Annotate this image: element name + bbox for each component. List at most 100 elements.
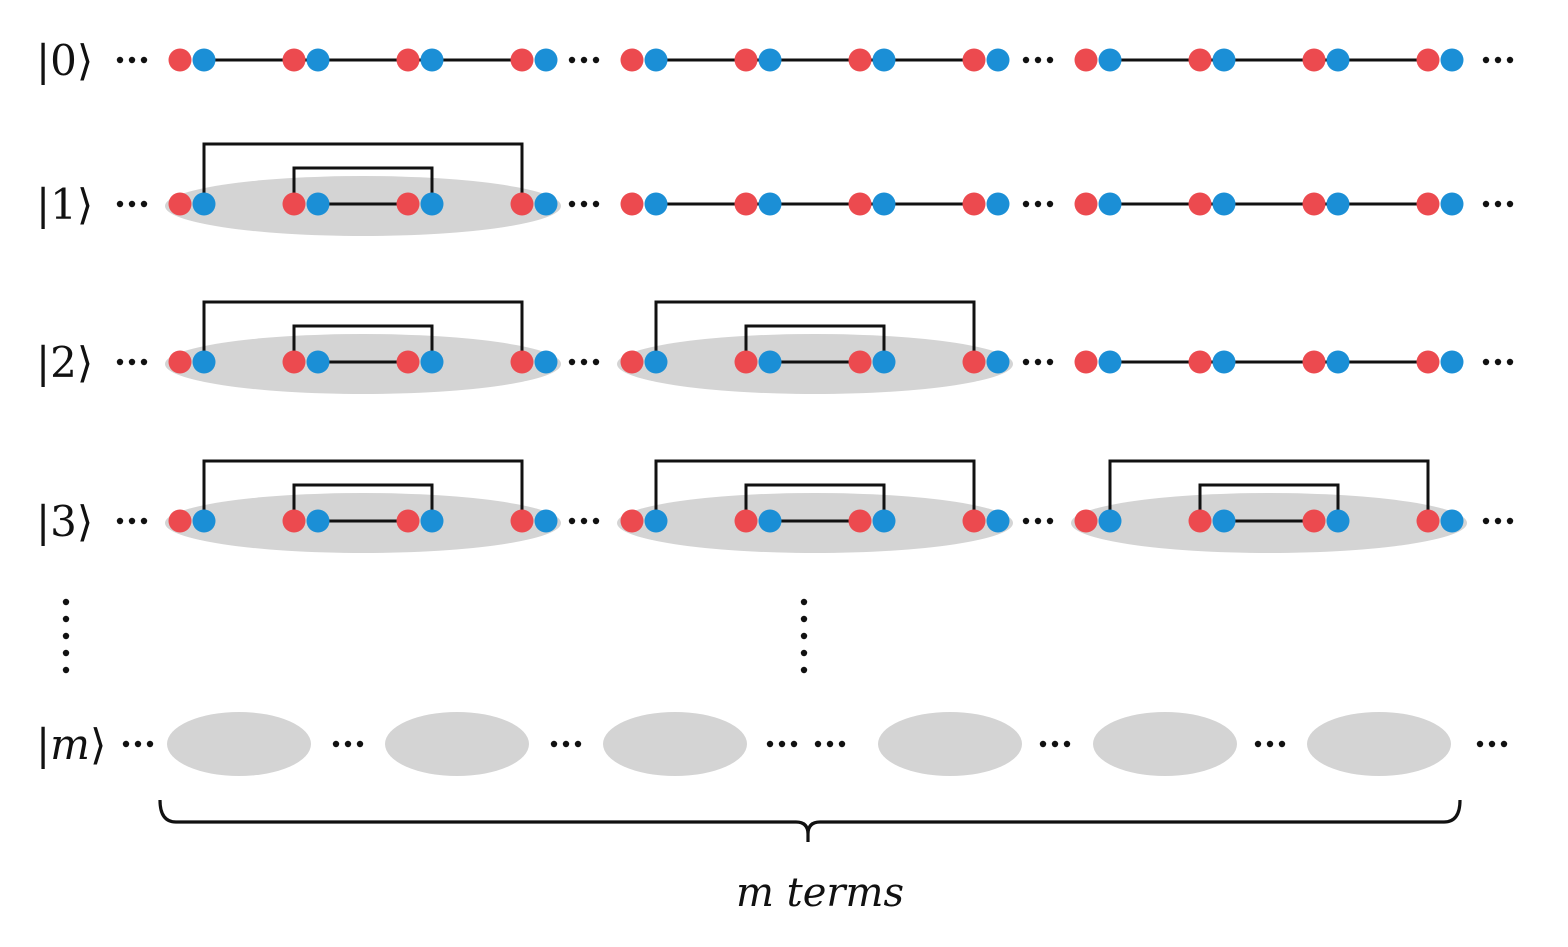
red-atom xyxy=(620,509,644,533)
ellipsis-dot xyxy=(568,358,576,366)
outer-bracket xyxy=(654,459,976,521)
blue-atom xyxy=(1440,192,1464,216)
ellipsis-dot xyxy=(1046,56,1054,64)
blue-atom xyxy=(758,350,782,374)
ellipsis-dot xyxy=(1022,517,1030,525)
red-atom xyxy=(1302,350,1326,374)
red-atom xyxy=(1302,48,1326,72)
blue-atom xyxy=(872,192,896,216)
ket-label-m: |m⟩ xyxy=(36,720,106,769)
blue-atom xyxy=(306,192,330,216)
ellipsis-dot xyxy=(592,517,600,525)
ellipsis-dot xyxy=(766,740,774,748)
vertical-ellipsis-dot xyxy=(62,615,70,623)
red-atom xyxy=(396,350,420,374)
ellipsis-dot xyxy=(1266,740,1274,748)
blue-atom xyxy=(1326,509,1350,533)
ellipsis-dot xyxy=(1506,517,1514,525)
blue-atom xyxy=(644,48,668,72)
red-atom xyxy=(1302,192,1326,216)
term-ellipse xyxy=(167,712,311,776)
red-atom xyxy=(1074,192,1098,216)
ellipsis-dot xyxy=(140,56,148,64)
ellipsis-dot xyxy=(1046,517,1054,525)
red-atom xyxy=(848,509,872,533)
ellipsis-dot xyxy=(344,740,352,748)
red-atom xyxy=(168,350,192,374)
inner-bracket xyxy=(292,324,434,362)
red-atom xyxy=(1302,509,1326,533)
ellipsis-dot xyxy=(1034,200,1042,208)
blue-atom xyxy=(758,509,782,533)
red-atom xyxy=(510,192,534,216)
ellipsis-dot xyxy=(580,517,588,525)
blue-atom xyxy=(986,48,1010,72)
vertical-ellipsis-dot xyxy=(62,632,70,640)
ellipsis-dot xyxy=(826,740,834,748)
red-atom xyxy=(510,350,534,374)
blue-atom xyxy=(644,350,668,374)
ellipsis-dot xyxy=(146,740,154,748)
ellipsis-dot xyxy=(1482,517,1490,525)
ellipsis-dot xyxy=(1034,56,1042,64)
inner-bracket xyxy=(292,483,434,521)
ellipsis-dot xyxy=(574,740,582,748)
m-terms-brace xyxy=(158,799,1462,842)
outer-bracket xyxy=(202,300,524,362)
blue-atom xyxy=(192,350,216,374)
ellipsis-dot xyxy=(1051,740,1059,748)
m-terms-caption: m terms xyxy=(736,870,904,916)
ellipsis-dot xyxy=(140,200,148,208)
ellipsis-dot xyxy=(1500,740,1508,748)
blue-atom xyxy=(192,48,216,72)
ellipsis-dot xyxy=(116,56,124,64)
paired-ellipse xyxy=(1071,493,1467,553)
red-atom xyxy=(282,48,306,72)
vertical-ellipsis-dot xyxy=(800,615,808,623)
ket-label-row-2: |2⟩ xyxy=(36,338,93,387)
red-atom xyxy=(168,509,192,533)
inner-bracket xyxy=(1198,483,1340,521)
blue-atom xyxy=(306,48,330,72)
red-atom xyxy=(734,48,758,72)
ellipsis-dot xyxy=(116,200,124,208)
blue-atom xyxy=(1440,509,1464,533)
blue-atom xyxy=(306,350,330,374)
ket-label-row-3: |3⟩ xyxy=(36,497,93,546)
ellipsis-dot xyxy=(1506,358,1514,366)
red-atom xyxy=(1416,48,1440,72)
ellipsis-dot xyxy=(580,358,588,366)
ellipsis-dot xyxy=(1494,56,1502,64)
ellipsis-dot xyxy=(1482,200,1490,208)
red-atom xyxy=(734,509,758,533)
ellipsis-dot xyxy=(1022,358,1030,366)
red-atom xyxy=(962,48,986,72)
paired-ellipse xyxy=(617,334,1013,394)
blue-atom xyxy=(1212,350,1236,374)
red-atom xyxy=(1074,509,1098,533)
red-atom xyxy=(282,192,306,216)
red-atom xyxy=(962,350,986,374)
ket-label-row-1: |1⟩ xyxy=(36,180,93,229)
red-atom xyxy=(396,48,420,72)
blue-atom xyxy=(534,192,558,216)
ellipsis-dot xyxy=(568,200,576,208)
ellipsis-dot xyxy=(1046,358,1054,366)
blue-atom xyxy=(1098,192,1122,216)
ellipsis-dot xyxy=(134,740,142,748)
blue-atom xyxy=(872,509,896,533)
blue-atom xyxy=(420,350,444,374)
red-atom xyxy=(620,350,644,374)
red-atom xyxy=(962,509,986,533)
red-atom xyxy=(848,192,872,216)
term-ellipse xyxy=(603,712,747,776)
outer-bracket xyxy=(202,142,524,204)
red-atom xyxy=(848,48,872,72)
red-atom xyxy=(1188,509,1212,533)
red-atom xyxy=(396,192,420,216)
red-atom xyxy=(962,192,986,216)
vertical-ellipsis-dot xyxy=(800,598,808,606)
blue-atom xyxy=(986,192,1010,216)
ellipsis-dot xyxy=(1482,56,1490,64)
